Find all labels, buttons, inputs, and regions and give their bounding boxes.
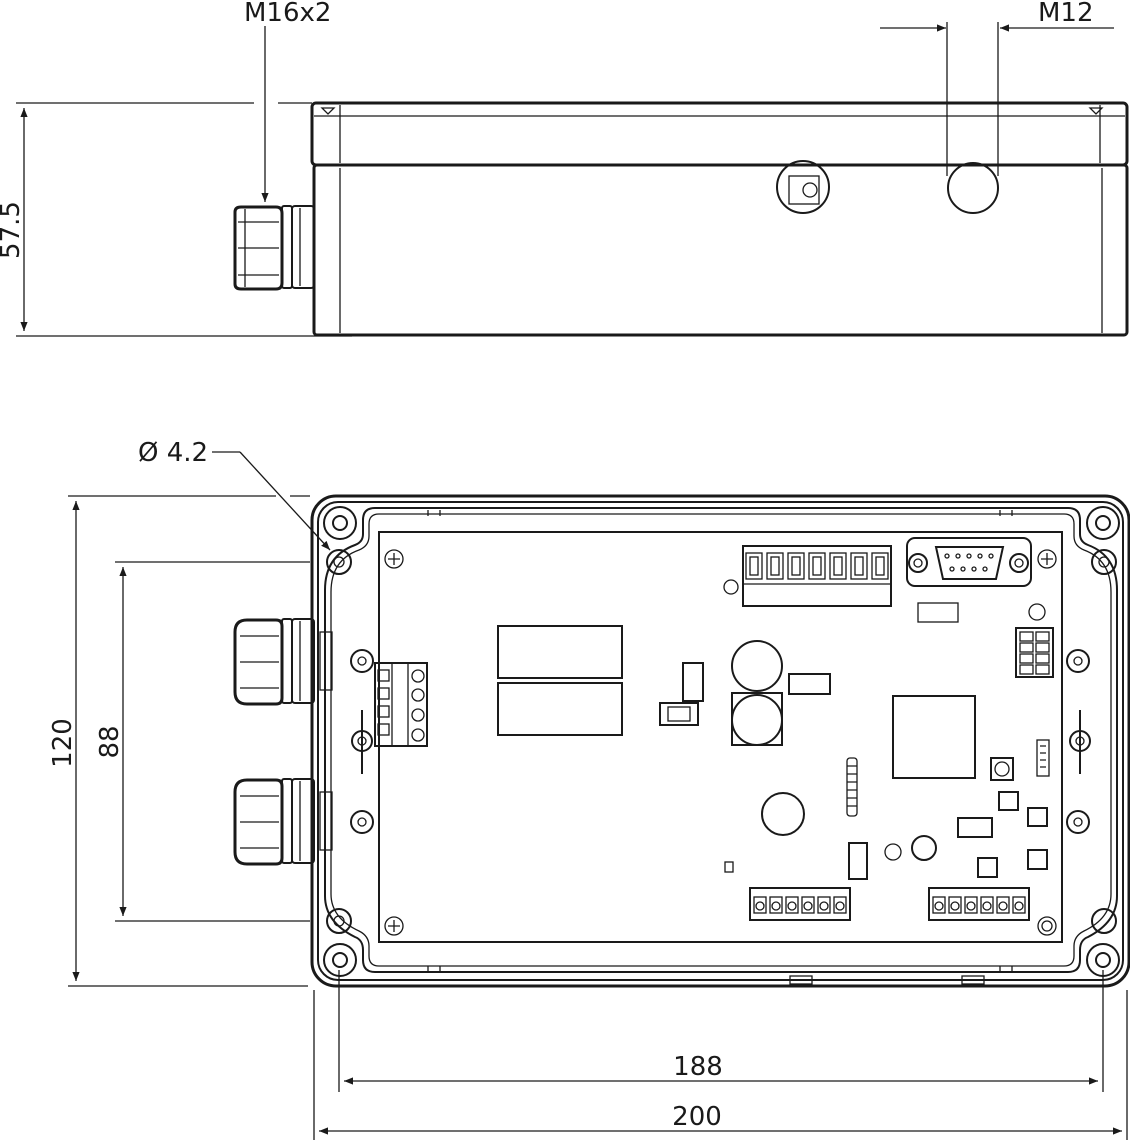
corner-screw-bottom-left [323, 943, 357, 977]
terminal-block-left [374, 662, 428, 747]
housing-inner [324, 507, 1118, 973]
side-cable-gland [233, 205, 315, 291]
dim-hole-diameter-label: Ø 4.2 [138, 438, 208, 468]
side-body [312, 163, 1129, 337]
side-m12-hole [947, 162, 999, 214]
wall-clip-right [1069, 710, 1091, 774]
processor-chip [892, 695, 976, 779]
top-dimensions [68, 451, 1128, 1140]
side-lid [310, 101, 1129, 167]
dip-switch [1015, 627, 1054, 678]
mount-hole-bottom-right [1091, 908, 1117, 934]
side-dimensions [16, 22, 1114, 337]
dim-thread-left-label: M16x2 [244, 0, 331, 28]
dim-length-inner-label: 188 [673, 1052, 723, 1082]
dim-height-label: 57.5 [0, 201, 26, 259]
corner-screw-top-left [323, 506, 357, 540]
terminal-block-bottom-left [749, 887, 851, 921]
housing-outer [310, 494, 1130, 988]
cable-gland-bottom [233, 778, 315, 866]
capacitor-2 [731, 694, 783, 746]
mount-hole-bottom-left [326, 908, 352, 934]
terminal-block-bottom-right [928, 887, 1030, 921]
mount-hole-top-left [326, 549, 352, 575]
mount-hole-top-right [1091, 549, 1117, 575]
side-view [233, 101, 1129, 337]
corner-screw-top-right [1086, 506, 1120, 540]
top-view [233, 494, 1130, 988]
dsub-connector [906, 537, 1032, 587]
side-screw-boss [776, 160, 830, 214]
relay-1 [497, 625, 623, 679]
dim-length-total-label: 200 [672, 1102, 722, 1132]
cable-gland-top [233, 618, 315, 706]
dim-thread-right-label: M12 [1038, 0, 1094, 28]
pcb-board [378, 531, 1063, 943]
wall-clip-left [351, 710, 373, 774]
buzzer [761, 792, 805, 836]
relay-2 [497, 682, 623, 736]
dim-width-inner-label: 88 [95, 725, 125, 758]
dim-width-total-label: 120 [48, 718, 78, 768]
terminal-block-top [742, 545, 892, 607]
capacitor-1 [731, 640, 783, 692]
